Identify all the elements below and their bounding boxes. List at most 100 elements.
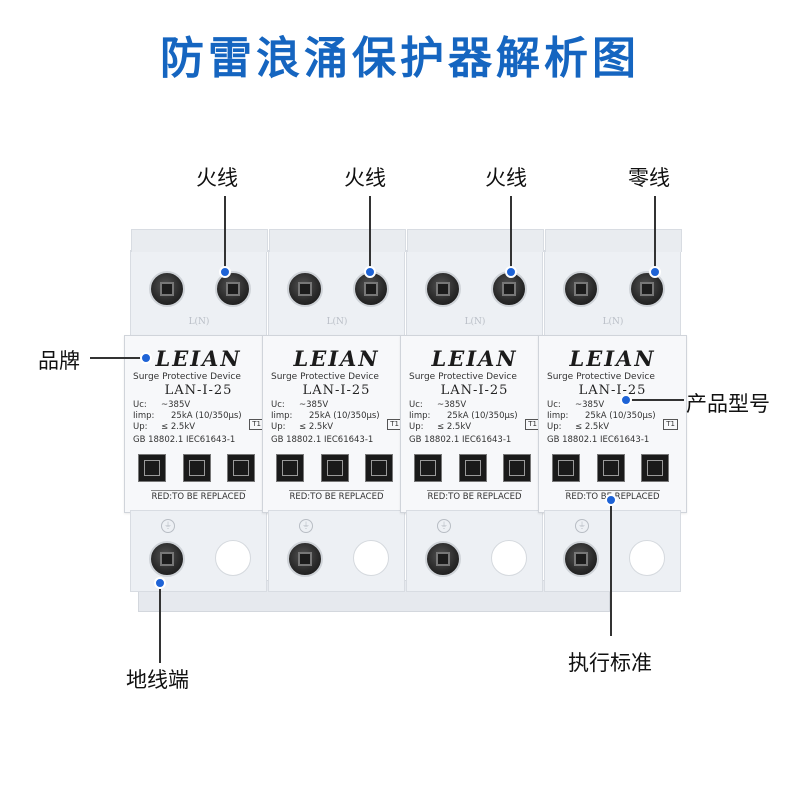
status-window — [641, 454, 669, 482]
spec-up: Up: ≤ 2.5kV — [547, 422, 609, 432]
screw-icon — [149, 541, 185, 577]
bottom-terminal-block: ⏚ — [268, 510, 405, 592]
bottom-terminal-block: ⏚ — [544, 510, 681, 592]
spec-iimp-label: Iimp: — [409, 411, 431, 421]
front-panel: LEIAN Surge Protective Device LAN-I-25 U… — [124, 335, 273, 513]
front-panel: LEIAN Surge Protective Device LAN-I-25 U… — [400, 335, 549, 513]
brand-logo: LEIAN — [155, 346, 242, 371]
terminal-label: L(N) — [464, 317, 486, 327]
spec-uc-value: ~385V — [299, 400, 329, 410]
spec-up-value: ≤ 2.5kV — [437, 422, 472, 432]
spec-up-value: ≤ 2.5kV — [575, 422, 610, 432]
marker-dot-icon — [154, 577, 166, 589]
status-window — [276, 454, 304, 482]
screw-icon — [629, 271, 665, 307]
leader-line — [628, 399, 684, 401]
spec-iimp-label: Iimp: — [547, 411, 569, 421]
spec-uc-label: Uc: — [547, 400, 561, 410]
ground-symbol-icon: ⏚ — [299, 519, 313, 533]
spec-up-label: Up: — [271, 422, 286, 432]
marker-dot-icon — [364, 266, 376, 278]
bottom-terminal-block: ⏚ — [130, 510, 267, 592]
empty-terminal-hole — [215, 540, 251, 576]
annotation-label: 火线 — [485, 166, 527, 190]
screw-icon — [425, 271, 461, 307]
spec-uc-label: Uc: — [271, 400, 285, 410]
ground-symbol-icon: ⏚ — [161, 519, 175, 533]
status-window — [414, 454, 442, 482]
spec-iimp-label: Iimp: — [271, 411, 293, 421]
screw-icon — [287, 541, 323, 577]
spec-up-label: Up: — [547, 422, 562, 432]
product-subtitle: Surge Protective Device — [133, 372, 241, 382]
replace-indicator-text: RED:TO BE REPLACED — [151, 490, 246, 502]
page-title: 防雷浪涌保护器解析图 — [160, 33, 640, 84]
module-3: L(N) LEIAN Surge Protective Device LAN-I… — [400, 229, 549, 592]
replace-indicator-text: RED:TO BE REPLACED — [427, 490, 522, 502]
screw-icon — [491, 271, 527, 307]
product-subtitle: Surge Protective Device — [547, 372, 655, 382]
status-window — [365, 454, 393, 482]
ground-symbol-icon: ⏚ — [437, 519, 451, 533]
spec-uc-label: Uc: — [409, 400, 423, 410]
leader-line — [224, 196, 226, 272]
standard-text: GB 18802.1 IEC61643-1 — [547, 435, 650, 445]
spec-iimp-label: Iimp: — [133, 411, 155, 421]
spec-uc-value: ~385V — [575, 400, 605, 410]
terminal-cap — [131, 229, 268, 252]
module-2: L(N) LEIAN Surge Protective Device LAN-I… — [262, 229, 411, 592]
product-subtitle: Surge Protective Device — [409, 372, 517, 382]
leader-line — [654, 196, 656, 272]
model-number: LAN-I-25 — [578, 383, 647, 398]
status-window — [503, 454, 531, 482]
annotation-label: 品牌 — [38, 349, 80, 373]
status-window — [597, 454, 625, 482]
screw-icon — [563, 271, 599, 307]
marker-dot-icon — [505, 266, 517, 278]
module-4: L(N) LEIAN Surge Protective Device LAN-I… — [538, 229, 687, 592]
spec-up-label: Up: — [409, 422, 424, 432]
annotation-label: 火线 — [196, 166, 238, 190]
spec-up: Up:≤ 2.5kV — [133, 422, 195, 432]
spec-uc: Uc:~385V — [133, 400, 190, 410]
replace-indicator-text: RED:TO BE REPLACED — [289, 490, 384, 502]
ground-symbol-icon: ⏚ — [575, 519, 589, 533]
brand-logo: LEIAN — [431, 346, 518, 371]
terminal-label: L(N) — [602, 317, 624, 327]
annotation-label: 执行标准 — [568, 651, 652, 675]
spec-iimp-value: 25kA (10/350μs) — [447, 411, 518, 421]
module-1: L(N) LEIAN Surge Protective Device LAN-I… — [124, 229, 273, 592]
terminal-cap — [407, 229, 544, 252]
model-number: LAN-I-25 — [440, 383, 509, 398]
spec-iimp-value: 25kA (10/350μs) — [309, 411, 380, 421]
screw-icon — [425, 541, 461, 577]
spec-iimp: Iimp: 25kA (10/350μs) — [133, 411, 242, 421]
leader-line — [159, 589, 161, 663]
screw-icon — [287, 271, 323, 307]
spec-up-label: Up: — [133, 422, 148, 432]
standard-text: GB 18802.1 IEC61643-1 — [271, 435, 374, 445]
spec-up-value: ≤ 2.5kV — [299, 422, 334, 432]
front-panel: LEIAN Surge Protective Device LAN-I-25 U… — [538, 335, 687, 513]
spec-iimp-value: 25kA (10/350μs) — [585, 411, 656, 421]
status-window — [227, 454, 255, 482]
spec-iimp: Iimp: 25kA (10/350μs) — [409, 411, 518, 421]
spec-uc-value: ~385V — [161, 400, 191, 410]
spec-uc: Uc:~385V — [409, 400, 466, 410]
spec-up: Up: ≤ 2.5kV — [409, 422, 471, 432]
screw-icon — [563, 541, 599, 577]
product-subtitle: Surge Protective Device — [271, 372, 379, 382]
spec-iimp: Iimp: 25kA (10/350μs) — [547, 411, 656, 421]
status-window — [183, 454, 211, 482]
standard-text: GB 18802.1 IEC61643-1 — [409, 435, 512, 445]
screw-icon — [149, 271, 185, 307]
front-panel: LEIAN Surge Protective Device LAN-I-25 U… — [262, 335, 411, 513]
terminal-cap — [269, 229, 406, 252]
marker-dot-icon — [620, 394, 632, 406]
empty-terminal-hole — [629, 540, 665, 576]
annotation-label: 火线 — [344, 166, 386, 190]
empty-terminal-hole — [491, 540, 527, 576]
leader-line — [90, 357, 146, 359]
annotation-label: 产品型号 — [686, 392, 770, 416]
spec-iimp-value: 25kA (10/350μs) — [171, 411, 242, 421]
